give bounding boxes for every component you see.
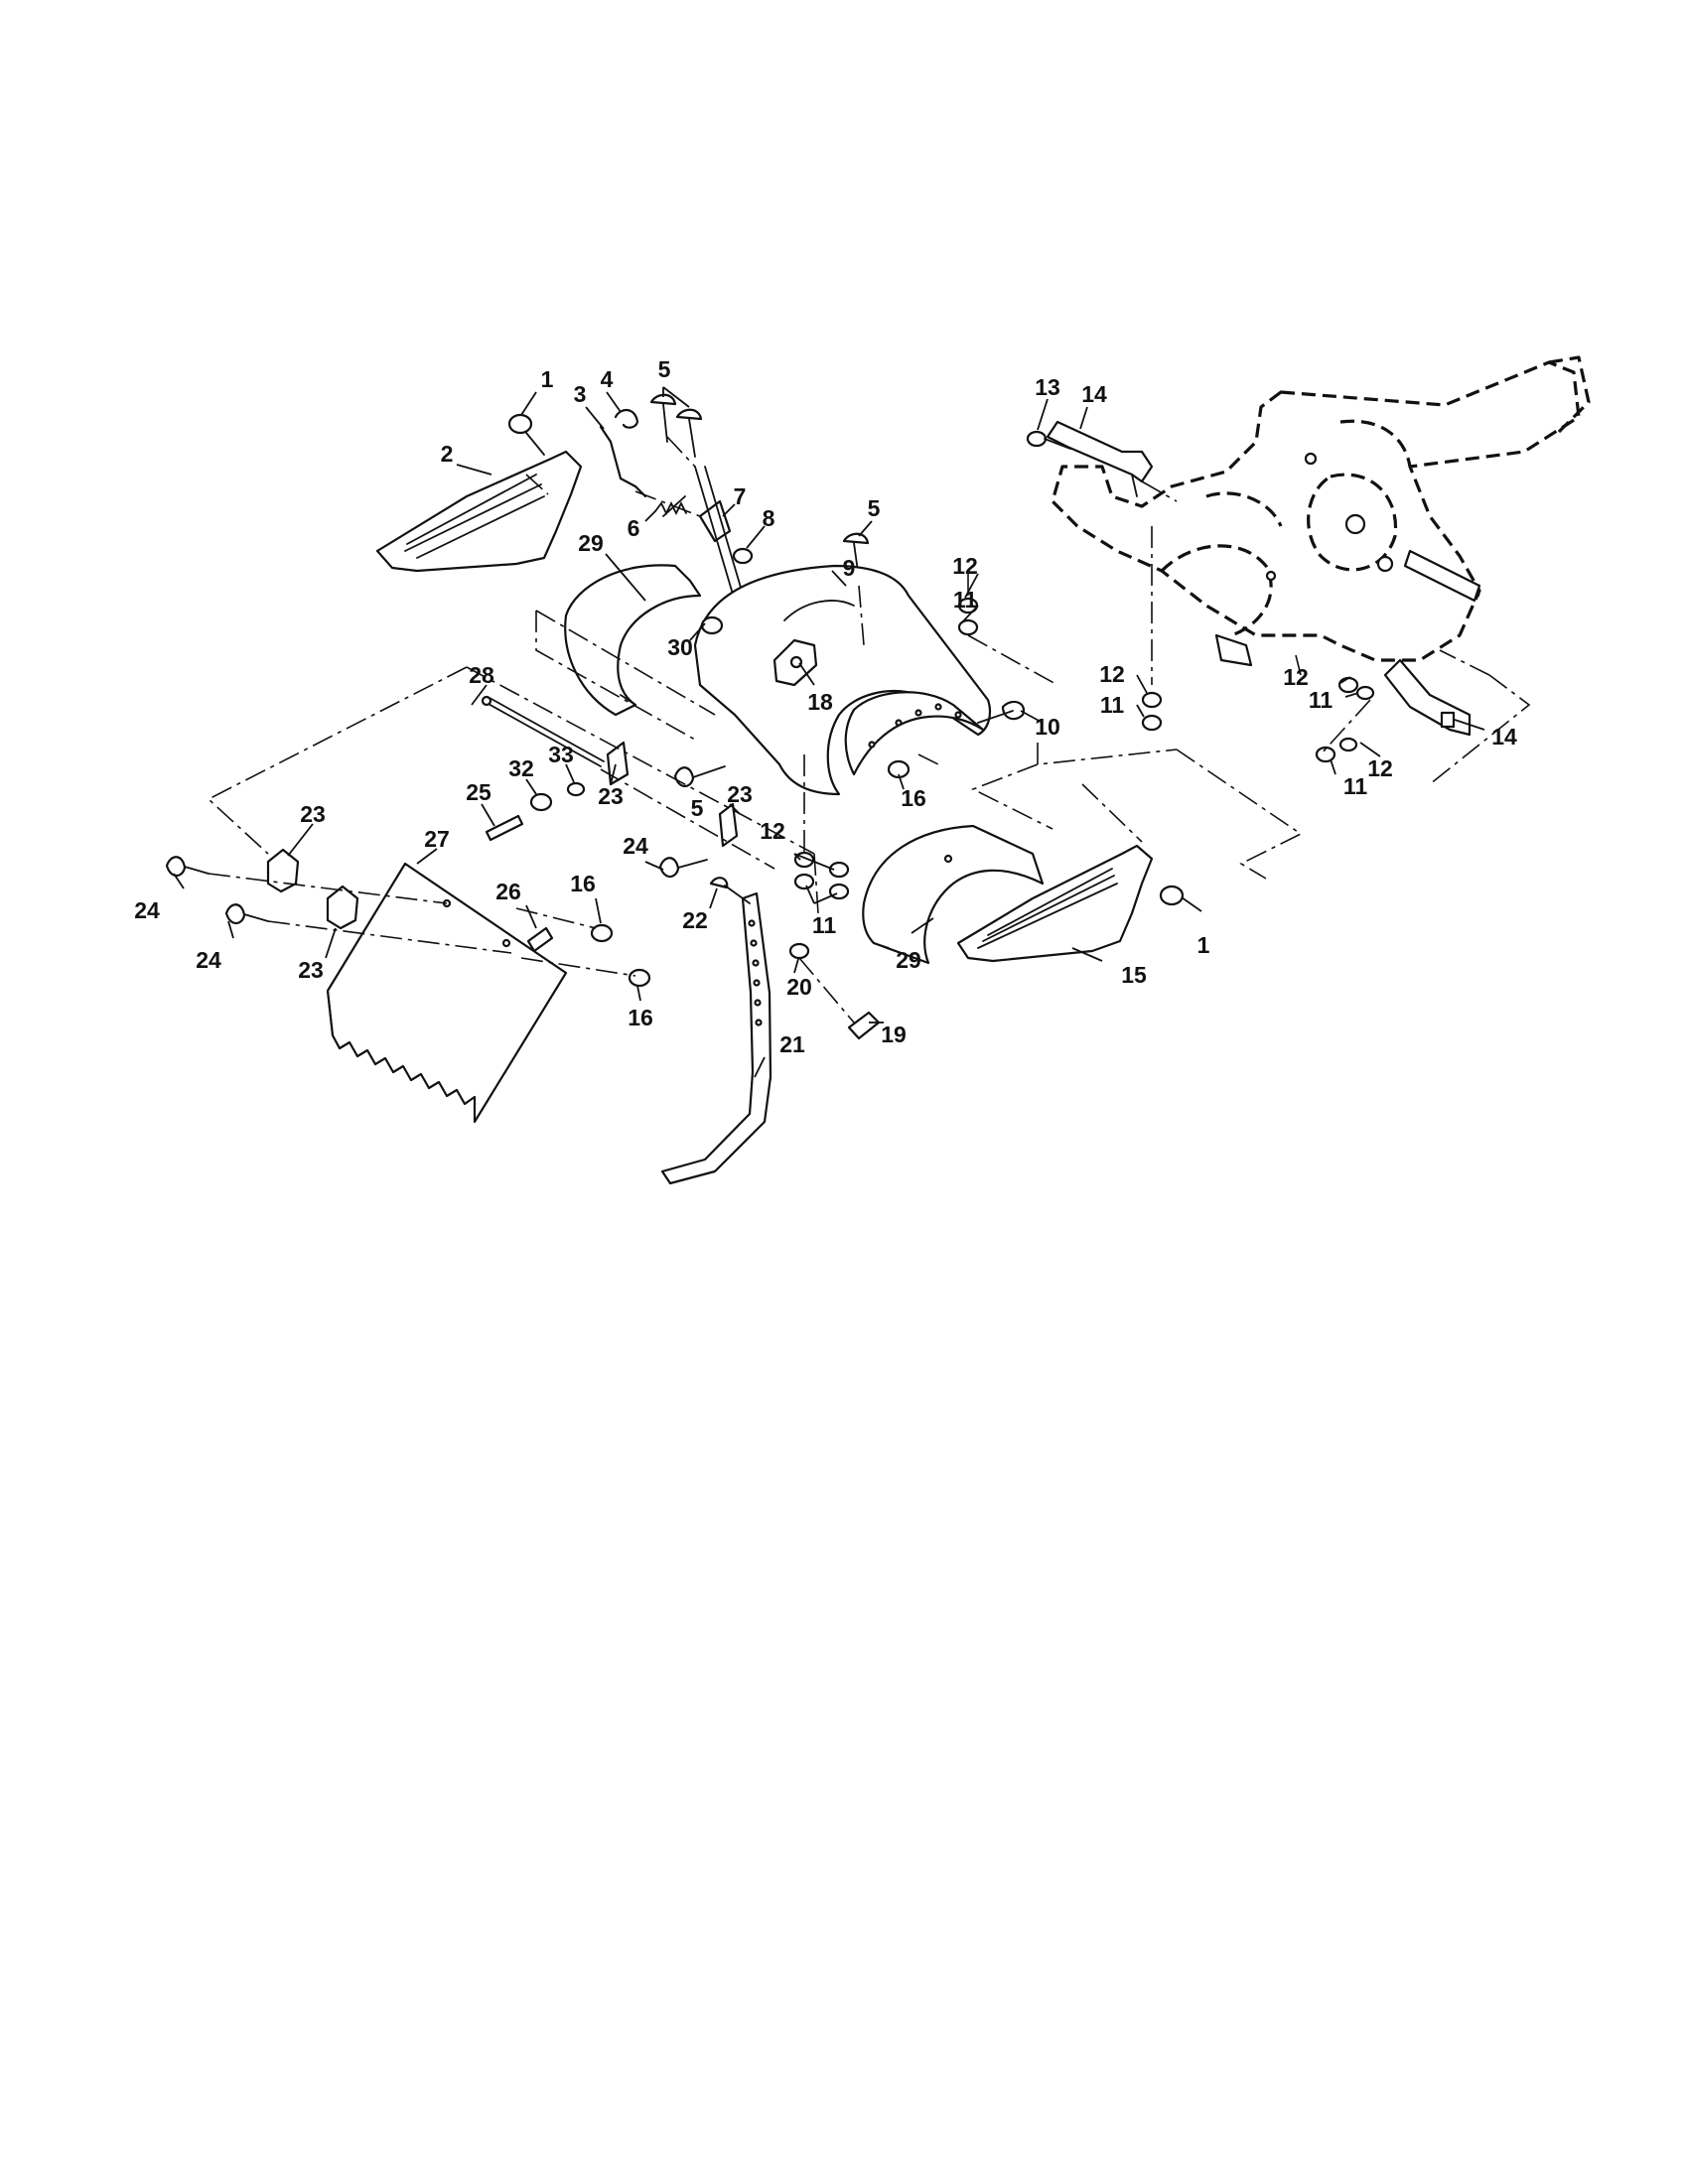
- callout-11-b: 11: [1100, 692, 1125, 718]
- small-hardware: [485, 781, 586, 953]
- callout-24-center: 24: [623, 833, 648, 859]
- transmission-housing-phantom: [1051, 355, 1591, 667]
- callout-12-a: 12: [952, 553, 978, 579]
- callout-3: 3: [574, 381, 587, 407]
- right-deflector: [862, 824, 1045, 965]
- callout-16-left-b: 16: [628, 1005, 653, 1030]
- callout-18: 18: [807, 689, 833, 715]
- callout-5-lower: 5: [691, 795, 704, 821]
- callout-11-a: 11: [953, 587, 978, 613]
- leader-lines: [173, 386, 1485, 1078]
- depth-control-hardware: [599, 393, 773, 696]
- right-side-shield: [956, 844, 1185, 963]
- callout-32: 32: [508, 755, 534, 781]
- callout-labels: 1 2 3 4 5 5 6 7 8 5 9 12 11 13 14 29 30 …: [134, 356, 1517, 1057]
- callout-14-right: 14: [1491, 724, 1517, 750]
- callout-4: 4: [601, 366, 614, 392]
- drag-bar: [326, 862, 568, 1124]
- callout-33: 33: [548, 742, 574, 767]
- callout-19: 19: [881, 1022, 907, 1047]
- hinge-brackets-left: [266, 741, 739, 930]
- callout-9: 9: [843, 555, 856, 581]
- callout-11-e: 11: [812, 912, 837, 938]
- tine-hood: [693, 564, 1026, 796]
- upper-bracket: [1026, 420, 1154, 497]
- callout-21: 21: [779, 1031, 805, 1057]
- callout-1-right: 1: [1197, 932, 1210, 958]
- callout-15: 15: [1121, 962, 1147, 988]
- bolts-24: [165, 765, 726, 925]
- hinge-rod: [481, 695, 605, 767]
- callout-2: 2: [441, 441, 454, 467]
- callout-27: 27: [424, 826, 450, 852]
- callout-12-e: 12: [760, 818, 785, 844]
- callout-23-center: 23: [598, 783, 624, 809]
- callout-25: 25: [466, 779, 491, 805]
- assembly-centerlines: [207, 436, 1531, 1024]
- callout-16-center: 16: [901, 785, 926, 811]
- callout-29-right: 29: [896, 947, 921, 973]
- callout-7: 7: [734, 483, 747, 509]
- left-side-shield: [375, 413, 583, 573]
- callout-20: 20: [786, 974, 812, 1000]
- washers-nuts-11-12: [793, 597, 1163, 900]
- callout-12-d: 12: [1367, 755, 1393, 781]
- callout-6: 6: [628, 515, 640, 541]
- callout-24-left-a: 24: [134, 897, 160, 923]
- callout-14-top: 14: [1081, 381, 1107, 407]
- callout-30: 30: [667, 634, 693, 660]
- callout-26: 26: [495, 879, 521, 904]
- callout-29-left: 29: [578, 530, 604, 556]
- callout-11-c: 11: [1309, 687, 1333, 713]
- left-deflector: [564, 564, 724, 717]
- callout-28: 28: [469, 662, 494, 688]
- callout-11-d: 11: [1343, 773, 1368, 799]
- callout-24-left-b: 24: [196, 947, 221, 973]
- callout-23-upper: 23: [727, 781, 753, 807]
- callout-23-left-bottom: 23: [298, 957, 324, 983]
- callout-1-top: 1: [541, 366, 554, 392]
- callout-12-c: 12: [1283, 664, 1309, 690]
- callout-13: 13: [1035, 374, 1060, 400]
- lower-bracket: [1315, 658, 1472, 763]
- callout-12-b: 12: [1099, 661, 1125, 687]
- nuts-16: [590, 759, 911, 988]
- callout-22: 22: [682, 907, 708, 933]
- callout-16-left-a: 16: [570, 871, 596, 896]
- callout-23-left-top: 23: [300, 801, 326, 827]
- callout-10: 10: [1035, 714, 1060, 740]
- callout-8: 8: [763, 505, 775, 531]
- callout-5-top: 5: [658, 356, 671, 382]
- callout-5-center: 5: [868, 495, 881, 521]
